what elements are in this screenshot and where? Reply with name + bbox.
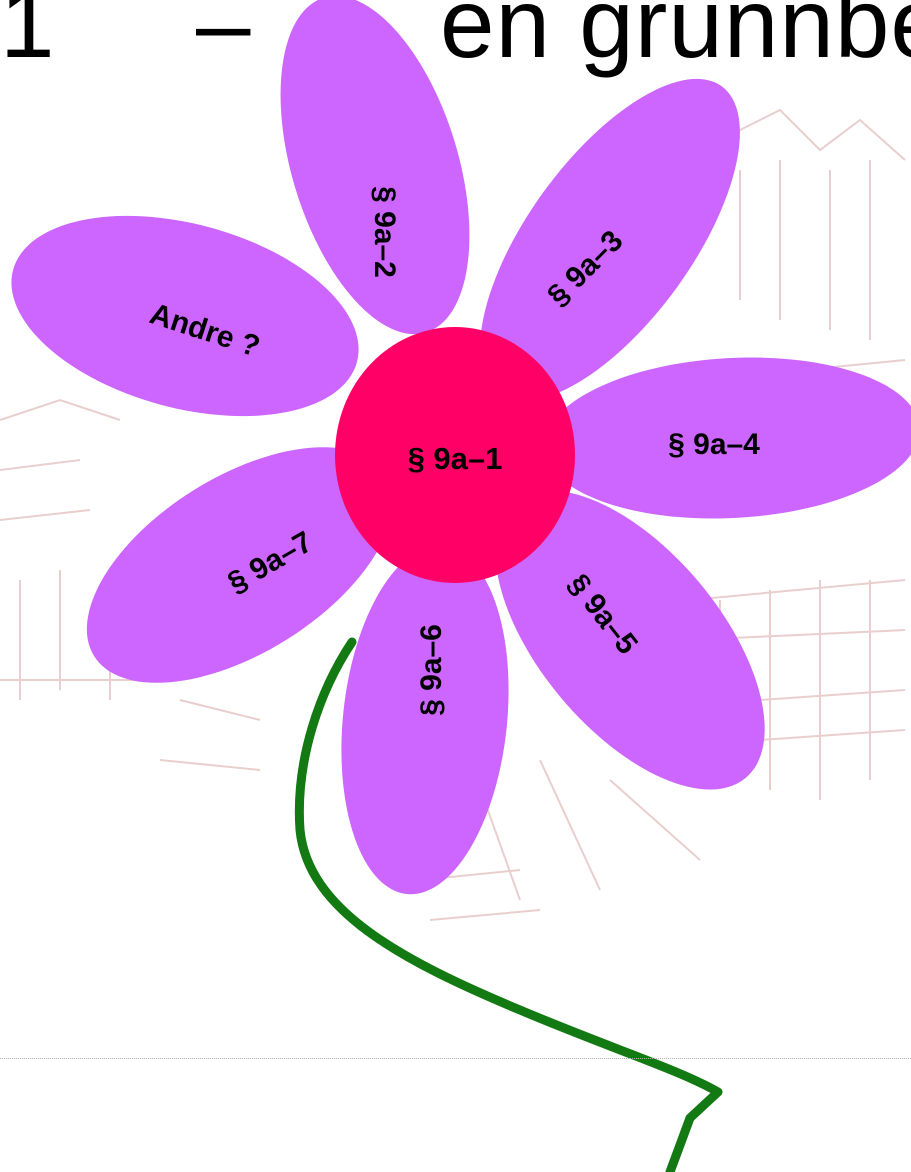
- petal-9a-6: [325, 537, 525, 902]
- petal-label-9a-2: § 9a–2: [368, 186, 401, 278]
- dotted-divider: [0, 1058, 911, 1059]
- petal-label-9a-6: § 9a–6: [415, 624, 448, 716]
- petal-label-9a-4: § 9a–4: [668, 428, 760, 461]
- center-label: § 9a–1: [408, 441, 503, 476]
